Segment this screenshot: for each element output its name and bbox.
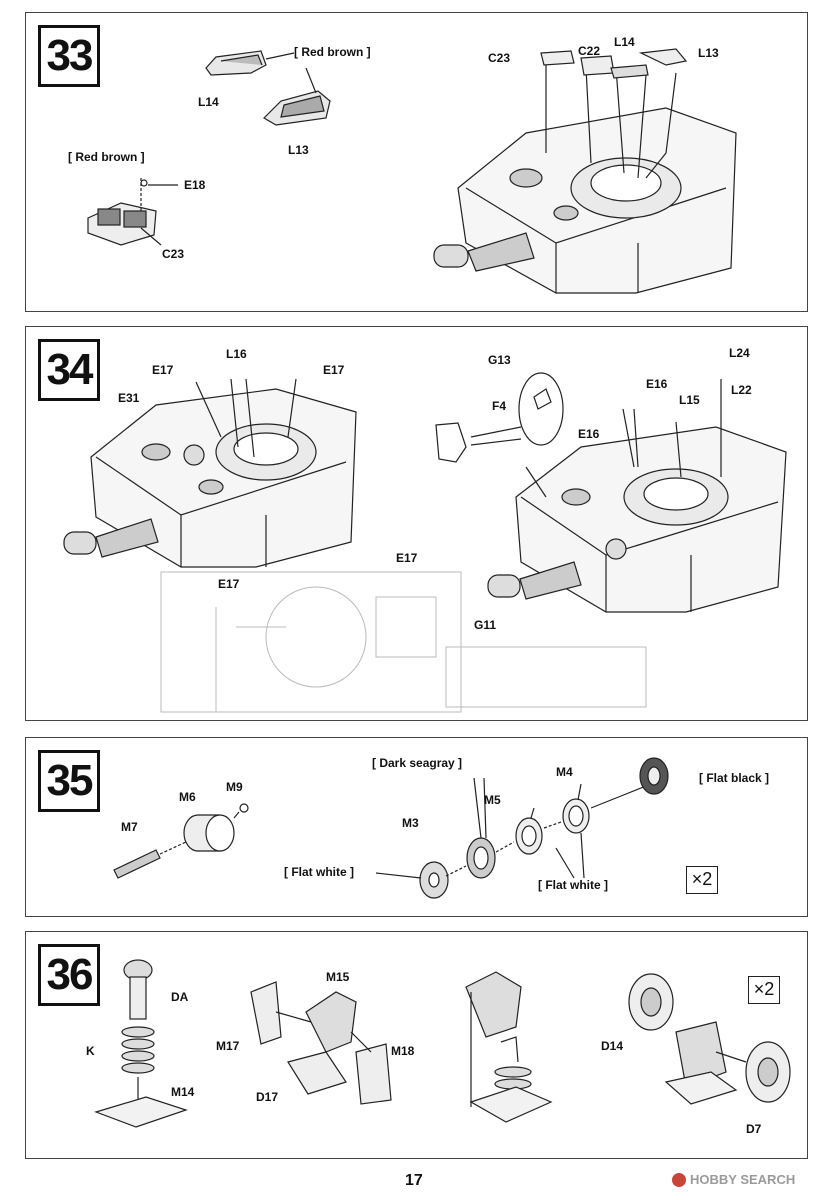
label-m6: M6 xyxy=(179,790,196,804)
step-36-panel: 36 xyxy=(25,931,808,1159)
label-flat-black: [ Flat black ] xyxy=(699,771,770,785)
label-red-brown-1: [ Red brown ] xyxy=(294,45,371,59)
label-flat-white-1: [ Flat white ] xyxy=(284,865,354,879)
label-c22: C22 xyxy=(578,44,601,58)
label-m9: M9 xyxy=(226,780,243,794)
multiplier-x2: ×2 xyxy=(686,866,718,894)
label-da: DA xyxy=(171,990,189,1004)
hobby-search-logo-icon xyxy=(672,1172,686,1187)
label-l16: L16 xyxy=(226,347,247,361)
label-e17-a: E17 xyxy=(152,363,174,377)
label-e16-a: E16 xyxy=(646,377,668,391)
label-l15: L15 xyxy=(679,393,700,407)
label-c23-small: C23 xyxy=(162,247,185,261)
step-number: 36 xyxy=(38,944,100,1006)
label-m18: M18 xyxy=(391,1044,415,1058)
step-number: 34 xyxy=(38,339,100,401)
label-red-brown-2: [ Red brown ] xyxy=(68,150,145,164)
step-35-illustration xyxy=(113,757,669,899)
watermark-text: HOBBY SEARCH xyxy=(690,1172,796,1187)
label-e17-b: E17 xyxy=(323,363,345,377)
label-l13: L13 xyxy=(288,143,309,157)
label-l24: L24 xyxy=(729,346,750,360)
label-e17-c: E17 xyxy=(396,551,418,565)
step-36-illustration xyxy=(94,959,791,1128)
page-number: 17 xyxy=(405,1172,423,1189)
label-d7: D7 xyxy=(746,1122,762,1136)
label-g13: G13 xyxy=(488,353,511,367)
step-34-panel: 34 xyxy=(25,326,808,721)
label-m5: M5 xyxy=(484,793,501,807)
step-33-illustration xyxy=(87,48,737,294)
step-number: 35 xyxy=(38,750,100,812)
label-m14: M14 xyxy=(171,1085,195,1099)
label-e17-d: E17 xyxy=(218,577,240,591)
label-dark-seagray: [ Dark seagray ] xyxy=(372,756,463,770)
watermark: HOBBY SEARCH xyxy=(672,1172,795,1187)
multiplier-x2: ×2 xyxy=(748,976,780,1004)
label-m4: M4 xyxy=(556,765,573,779)
label-m3: M3 xyxy=(402,816,419,830)
step-number: 33 xyxy=(38,25,100,87)
label-d17: D17 xyxy=(256,1090,279,1104)
label-l14: L14 xyxy=(198,95,219,109)
label-flat-white-2: [ Flat white ] xyxy=(538,878,608,892)
label-k: K xyxy=(86,1044,95,1058)
label-g11: G11 xyxy=(474,618,497,632)
label-c23-turret: C23 xyxy=(488,51,511,65)
label-l14-turret: L14 xyxy=(614,35,635,49)
label-d14: D14 xyxy=(601,1039,624,1053)
label-e18: E18 xyxy=(184,178,206,192)
step-33-panel: 33 xyxy=(25,12,808,312)
label-m17: M17 xyxy=(216,1039,240,1053)
label-e31: E31 xyxy=(118,391,140,405)
step-35-panel: 35 xyxy=(25,737,808,917)
label-e16-b: E16 xyxy=(578,427,600,441)
label-f4: F4 xyxy=(492,399,507,413)
label-l22: L22 xyxy=(731,383,752,397)
label-m7: M7 xyxy=(121,820,138,834)
step-34-illustration xyxy=(63,372,787,713)
label-m15: M15 xyxy=(326,970,350,984)
label-l13-turret: L13 xyxy=(698,46,719,60)
